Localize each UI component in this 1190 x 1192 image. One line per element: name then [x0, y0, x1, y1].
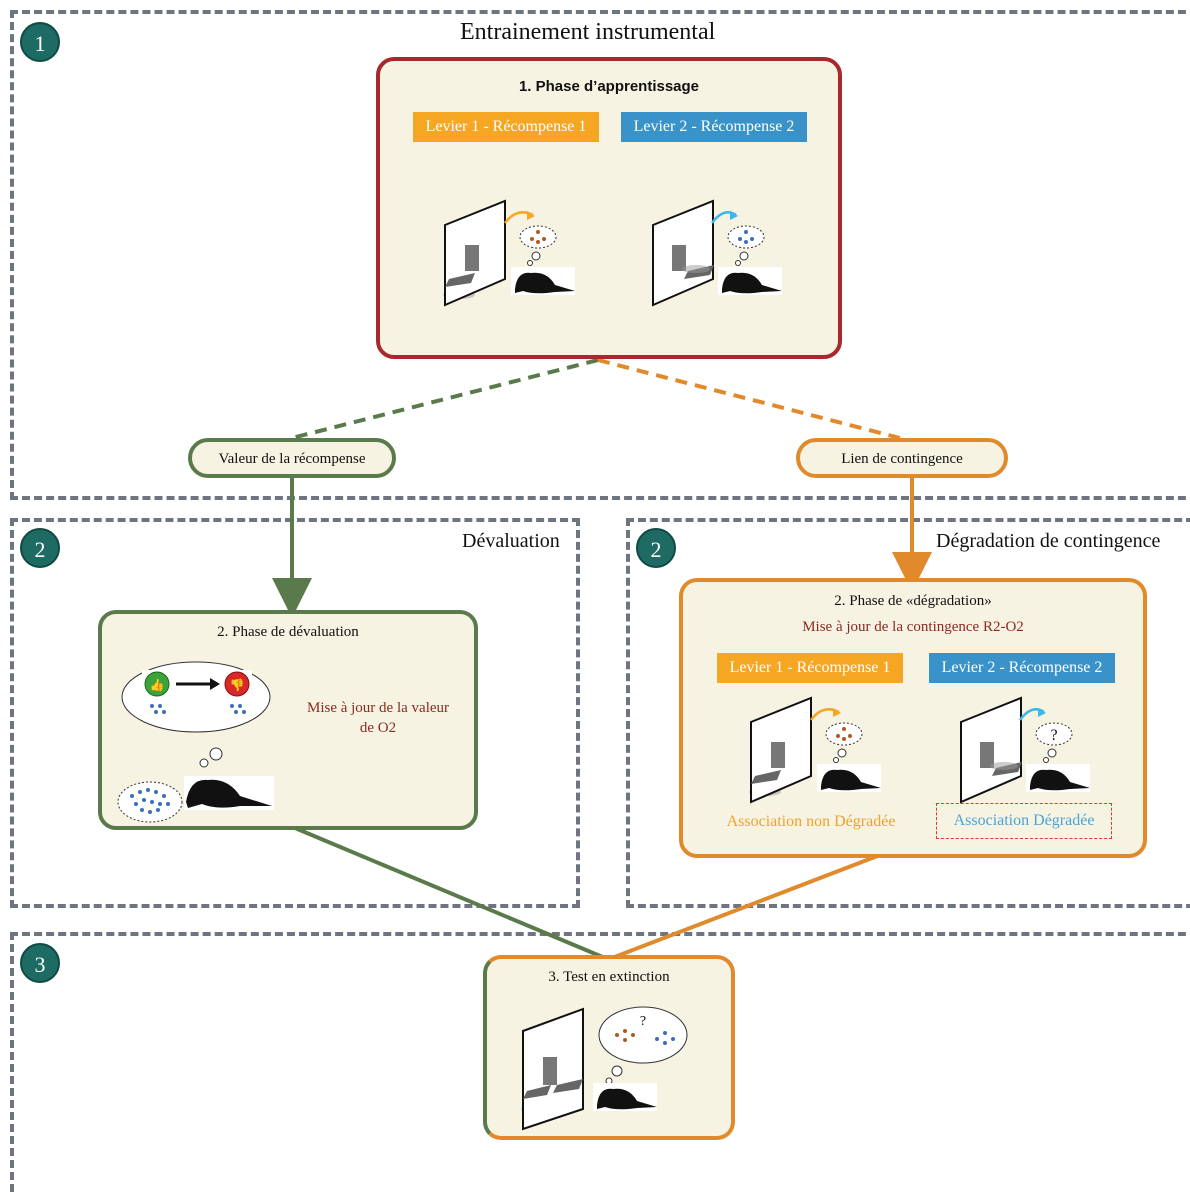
note-line: Mise à jour de la valeur	[306, 700, 450, 716]
card-title: 1. Phase d’apprentissage	[518, 78, 700, 95]
reward-value-pill: Valeur de la récompense	[188, 438, 396, 478]
connector-lines	[272, 358, 932, 960]
devaluation-illustration: 👍 👎	[121, 661, 271, 733]
rat-two-levers-scene: ?	[521, 1006, 688, 1131]
lever2-reward2-tag: Levier 2 - Récompense 2	[621, 112, 807, 142]
devaluation-note: Mise à jour de la valeur de O2	[290, 698, 466, 738]
degradation-phase-card: 2. Phase de «dégradation» Mise à jour de…	[679, 578, 1147, 858]
line-green-to-test	[294, 826, 606, 960]
question-mark: ?	[640, 1014, 646, 1029]
extinction-test-card: 3. Test en extinction ?	[483, 955, 735, 1140]
section-number-badge: 2	[636, 528, 676, 568]
section-2-left-region	[10, 518, 580, 908]
rat-lever-scene-nondegraded	[749, 696, 881, 804]
card-title: 2. Phase de dévaluation	[217, 624, 359, 640]
card-subtitle: Mise à jour de la contingence R2-O2	[802, 619, 1024, 635]
rat-lever-scene-1	[443, 199, 575, 307]
lever1-reward1-tag: Levier 1 - Récompense 1	[717, 653, 903, 683]
section-number-badge: 1	[20, 22, 60, 62]
section-2-right-region	[626, 518, 1190, 908]
section-number-badge: 3	[20, 943, 60, 983]
devaluation-phase-card: 2. Phase de dévaluation 👍 👎 Mise à jour …	[98, 610, 478, 830]
contingency-link-pill: Lien de contingence	[796, 438, 1008, 478]
card-title: 3. Test en extinction	[548, 969, 670, 985]
section-title: Dévaluation	[462, 530, 560, 552]
thumbs-down-icon: 👎	[230, 678, 245, 692]
thumbs-up-icon: 👍	[150, 678, 165, 692]
section-1-region	[10, 10, 1190, 500]
question-mark: ?	[1050, 727, 1057, 744]
lever2-reward2-tag: Levier 2 - Récompense 2	[929, 653, 1115, 683]
assoc-nondegraded-label: Association non Dégradée	[726, 813, 896, 830]
learning-phase-card: 1. Phase d’apprentissage Levier 1 - Réco…	[376, 57, 842, 359]
section-number-badge: 2	[20, 528, 60, 568]
card-title: 2. Phase de «dégradation»	[834, 593, 992, 609]
section-title: Entrainement instrumental	[460, 19, 716, 45]
note-line: de O2	[359, 720, 397, 736]
section-title: Dégradation de contingence	[936, 530, 1161, 552]
dashed-link-orange	[597, 358, 901, 440]
lever1-reward1-tag: Levier 1 - Récompense 1	[413, 112, 599, 142]
assoc-degraded-label: Association Dégradée	[936, 803, 1112, 839]
satiated-rat-illustration	[117, 747, 274, 823]
line-orange-to-test	[611, 853, 881, 960]
section-3-region	[10, 932, 1190, 1192]
rat-lever-scene-2	[652, 199, 782, 307]
dashed-link-green	[291, 358, 599, 440]
rat-lever-scene-degraded: ?	[960, 696, 1090, 804]
